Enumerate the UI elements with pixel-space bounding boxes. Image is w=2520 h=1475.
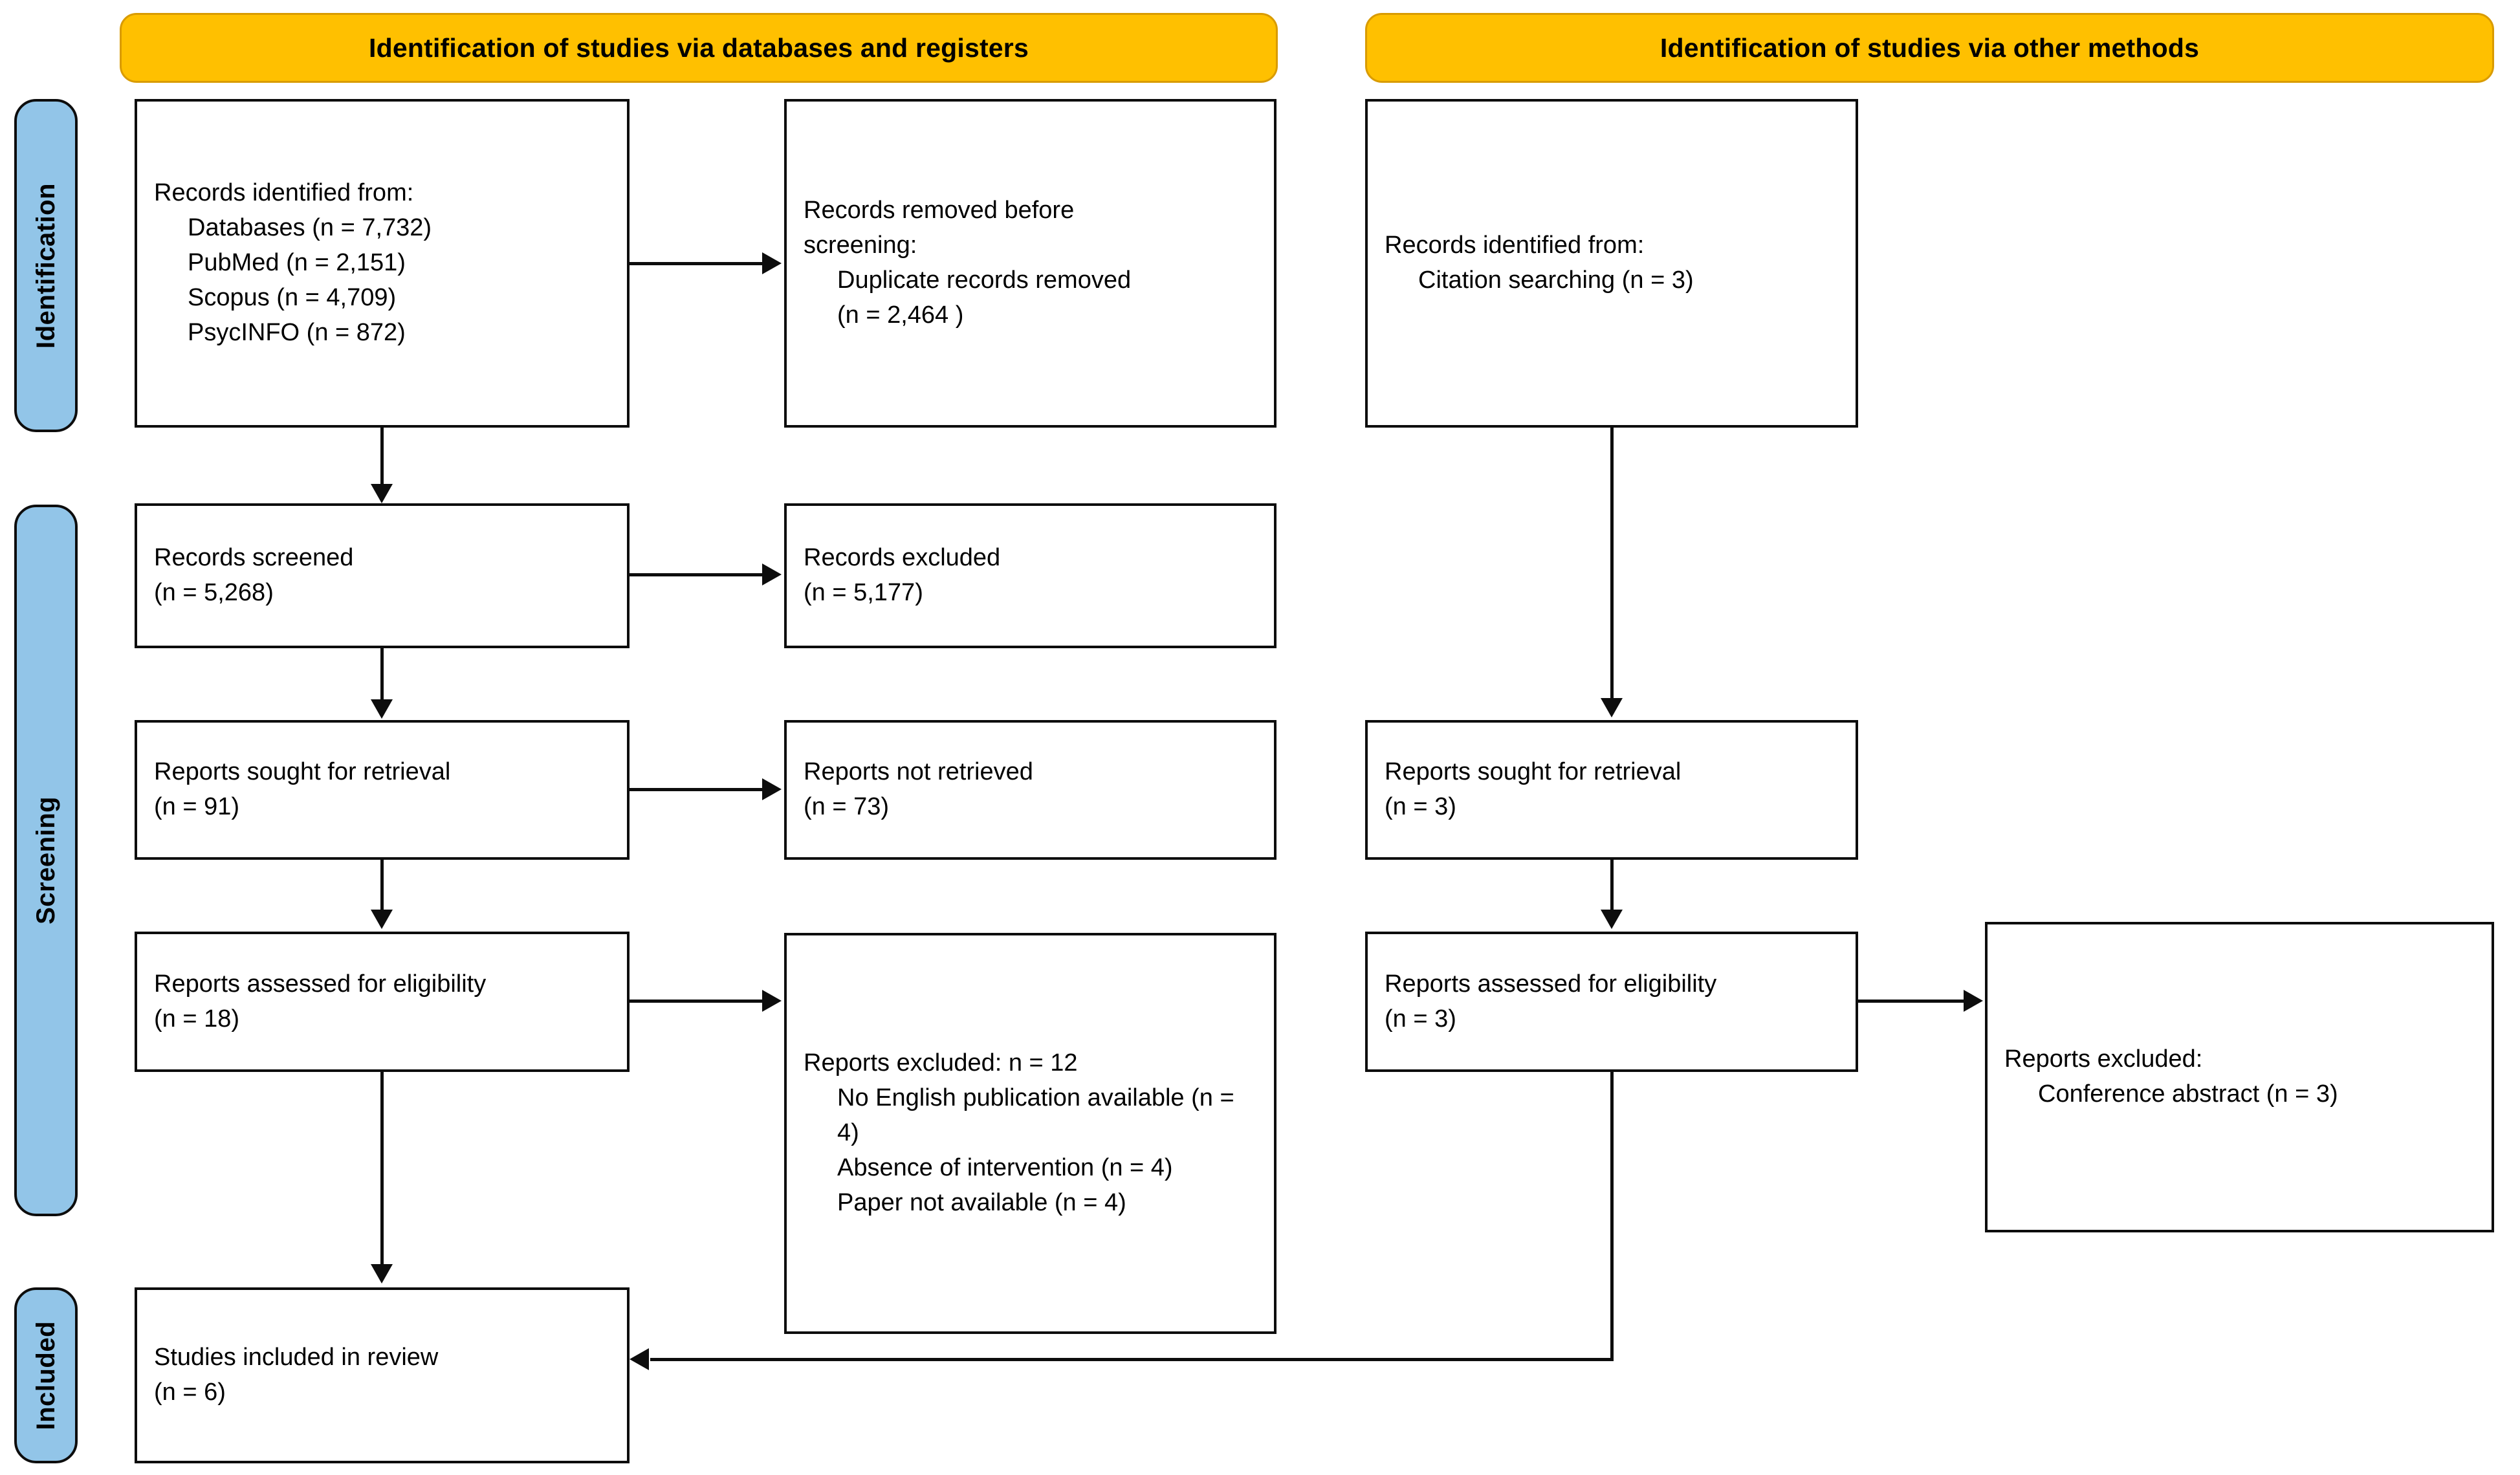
reports-assessed-count: (n = 18) xyxy=(154,1005,240,1032)
arrowhead-sought-to-assessed xyxy=(371,910,393,929)
box-reports-excluded-other: Reports excluded: Conference abstract (n… xyxy=(1985,922,2494,1232)
stage-pill-included: Included xyxy=(14,1287,78,1463)
connector-sought-to-assessed xyxy=(380,860,384,912)
connector-sought-to-not-retrieved xyxy=(630,788,763,791)
arrowhead-screened-to-sought xyxy=(371,699,393,719)
reports-excluded-no-english: No English publication available (n = 4) xyxy=(837,1084,1234,1147)
stage-pill-screening: Screening xyxy=(14,505,78,1216)
connector-other-assessed-down xyxy=(1610,1072,1614,1361)
reports-excluded-conference-abstract: Conference abstract (n = 3) xyxy=(2038,1080,2338,1108)
reports-not-retrieved-label: Reports not retrieved xyxy=(804,758,1033,786)
connector-screened-to-excluded xyxy=(630,573,763,576)
arrowhead-identified-to-removed xyxy=(762,252,782,274)
banner-other-methods-label: Identification of studies via other meth… xyxy=(1660,32,2200,63)
records-removed-colon: : xyxy=(910,232,917,259)
reports-assessed-other-count: (n = 3) xyxy=(1385,1005,1456,1032)
records-identified-pubmed: PubMed (n = 2,151) xyxy=(188,249,406,277)
connector-screened-to-sought xyxy=(380,648,384,701)
connector-identified-to-screened xyxy=(380,428,384,486)
stage-pill-screening-label: Screening xyxy=(31,796,60,924)
stage-pill-included-label: Included xyxy=(31,1320,60,1430)
connector-identified-to-removed xyxy=(630,262,763,265)
banner-other-methods: Identification of studies via other meth… xyxy=(1365,13,2494,83)
records-excluded-label: Records excluded xyxy=(804,544,1001,572)
box-reports-assessed-eligibility-other: Reports assessed for eligibility (n = 3) xyxy=(1365,932,1858,1072)
records-identified-databases: Databases (n = 7,732) xyxy=(188,214,432,242)
reports-sought-other-label: Reports sought for retrieval xyxy=(1385,758,1682,786)
box-reports-sought-retrieval-other: Reports sought for retrieval (n = 3) xyxy=(1365,720,1858,860)
arrowhead-identified-to-screened xyxy=(371,484,393,503)
stage-pill-identification-label: Identification xyxy=(31,182,60,349)
arrowhead-assessed-to-reports-excluded xyxy=(762,990,782,1012)
records-identified-citation-searching: Citation searching (n = 3) xyxy=(1418,267,1694,294)
reports-excluded-absence-intervention: Absence of intervention (n = 4) xyxy=(837,1153,1173,1181)
connector-other-assessed-to-excluded xyxy=(1858,1000,1965,1003)
reports-not-retrieved-count: (n = 73) xyxy=(804,793,890,820)
arrowhead-other-assessed-to-included xyxy=(630,1348,649,1370)
records-removed-line1: Records removed before xyxy=(804,193,1257,228)
box-reports-assessed-eligibility: Reports assessed for eligibility (n = 18… xyxy=(135,932,630,1072)
arrowhead-other-identified-to-sought xyxy=(1601,698,1623,717)
records-identified-psycinfo: PsycINFO (n = 872) xyxy=(188,318,406,346)
reports-assessed-label: Reports assessed for eligibility xyxy=(154,970,487,998)
duplicate-records-removed: Duplicate records removed xyxy=(837,267,1132,294)
box-reports-sought-retrieval: Reports sought for retrieval (n = 91) xyxy=(135,720,630,860)
box-reports-not-retrieved: Reports not retrieved (n = 73) xyxy=(784,720,1276,860)
stage-pill-identification: Identification xyxy=(14,99,78,432)
records-removed-lead: Records removed xyxy=(804,197,1005,224)
records-identified-line1: Records identified from: xyxy=(154,179,414,207)
box-reports-excluded-detail: Reports excluded: n = 12 No English publ… xyxy=(784,933,1276,1334)
arrowhead-other-sought-to-assessed xyxy=(1601,910,1623,929)
arrowhead-screened-to-excluded xyxy=(762,563,782,585)
box-records-excluded: Records excluded (n = 5,177) xyxy=(784,503,1276,648)
box-records-identified-databases: Records identified from: Databases (n = … xyxy=(135,99,630,428)
reports-excluded-other-label: Reports excluded: xyxy=(2004,1045,2203,1073)
box-studies-included-review: Studies included in review (n = 6) xyxy=(135,1287,630,1463)
records-removed-screening-italic: screening xyxy=(804,232,910,259)
reports-excluded-total: Reports excluded: n = 12 xyxy=(804,1049,1078,1077)
banner-databases-registers-label: Identification of studies via databases … xyxy=(369,32,1029,63)
box-records-removed-before-screening: Records removed before screening: Duplic… xyxy=(784,99,1276,428)
records-identified-scopus: Scopus (n = 4,709) xyxy=(188,283,397,311)
records-identified-other-line1: Records identified from: xyxy=(1385,232,1645,259)
banner-databases-registers: Identification of studies via databases … xyxy=(120,13,1278,83)
reports-excluded-paper-not-available: Paper not available (n = 4) xyxy=(837,1188,1126,1216)
records-removed-before-italic: before xyxy=(1004,197,1075,224)
arrowhead-assessed-to-included xyxy=(371,1264,393,1284)
connector-assessed-to-reports-excluded xyxy=(630,1000,763,1003)
records-excluded-count: (n = 5,177) xyxy=(804,579,923,606)
studies-included-count: (n = 6) xyxy=(154,1379,226,1406)
records-screened-label: Records screened xyxy=(154,544,354,572)
connector-other-sought-to-assessed xyxy=(1610,860,1614,912)
connector-assessed-to-included xyxy=(380,1072,384,1266)
reports-assessed-other-label: Reports assessed for eligibility xyxy=(1385,970,1717,998)
records-removed-line2: screening: xyxy=(804,228,1257,263)
arrowhead-other-assessed-to-excluded xyxy=(1964,990,1983,1012)
box-records-identified-other: Records identified from: Citation search… xyxy=(1365,99,1858,428)
box-records-screened: Records screened (n = 5,268) xyxy=(135,503,630,648)
records-screened-count: (n = 5,268) xyxy=(154,579,274,606)
arrowhead-sought-to-not-retrieved xyxy=(762,778,782,800)
connector-other-identified-to-sought xyxy=(1610,428,1614,699)
duplicate-records-removed-count: (n = 2,464 ) xyxy=(837,301,964,329)
studies-included-label: Studies included in review xyxy=(154,1344,439,1371)
reports-sought-label: Reports sought for retrieval xyxy=(154,758,451,786)
reports-sought-count: (n = 91) xyxy=(154,793,240,820)
reports-sought-other-count: (n = 3) xyxy=(1385,793,1456,820)
connector-other-assessed-to-included xyxy=(650,1358,1614,1361)
